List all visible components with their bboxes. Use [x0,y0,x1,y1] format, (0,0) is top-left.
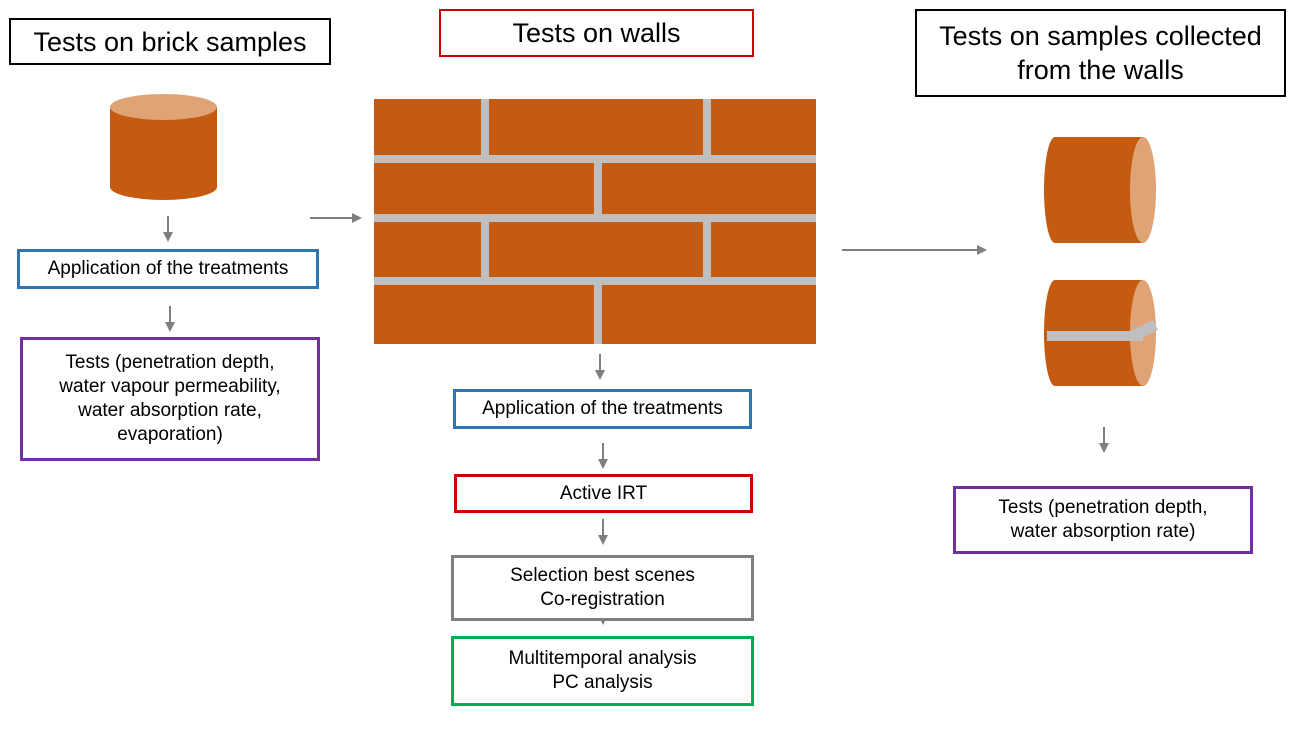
step-text: water absorption rate) [1010,521,1196,542]
header-wall-samples-line: from the walls [1017,55,1184,85]
header-wall-samples-line: Tests on samples collected [939,21,1262,51]
step-text: Application of the treatments [47,258,289,279]
header-walls-text: Tests on walls [512,18,681,48]
right-step-tests: Tests (penetration depth, water absorpti… [953,486,1253,554]
step-text: Tests (penetration depth, [65,352,275,373]
brick-wall-icon [374,99,816,344]
header-brick-samples-text: Tests on brick samples [33,26,307,57]
step-text: water absorption rate, [78,400,262,421]
step-text: Multitemporal analysis [508,648,697,669]
step-text: water vapour permeability, [59,376,281,397]
step-text: Active IRT [559,482,648,504]
core-sample-icon [1044,137,1156,243]
header-brick-samples: Tests on brick samples [9,18,331,65]
step-text: evaporation) [117,424,223,445]
brick-cylinder-icon [110,94,217,200]
header-wall-samples: Tests on samples collected from the wall… [915,9,1286,97]
core-sample-with-mortar-icon [1044,280,1158,386]
center-step-application: Application of the treatments [453,389,752,429]
left-step-application: Application of the treatments [17,249,319,289]
center-step-selection: Selection best scenes Co-registration [451,555,754,621]
step-text: Selection best scenes [510,565,695,586]
step-text: Application of the treatments [482,398,723,419]
step-text: PC analysis [552,672,653,693]
center-step-analysis: Multitemporal analysis PC analysis [451,636,754,706]
left-step-tests: Tests (penetration depth, water vapour p… [20,337,320,461]
center-step-active-irt: Active IRT [454,474,753,513]
header-walls: Tests on walls [439,9,754,57]
step-text: Tests (penetration depth, [998,497,1208,518]
step-text: Co-registration [540,589,665,610]
